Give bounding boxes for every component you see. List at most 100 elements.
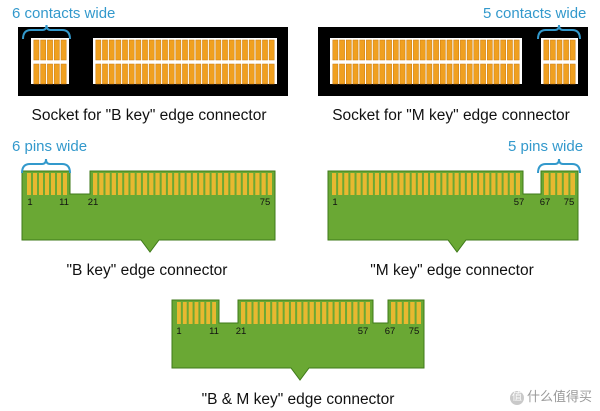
pin-label: 11 — [59, 197, 69, 208]
gold-pad — [149, 173, 154, 195]
pin-label: 21 — [235, 326, 247, 337]
socket-contact — [235, 63, 242, 85]
gold-pad — [399, 173, 404, 195]
gold-pad — [236, 173, 241, 195]
socket-contact — [500, 63, 507, 85]
value-badge-icon: 值 — [509, 390, 524, 405]
socket-contact — [222, 39, 228, 61]
gold-pad — [550, 173, 556, 195]
socket-contact — [379, 39, 386, 61]
gold-pad — [359, 302, 364, 324]
gold-pad — [347, 302, 352, 324]
socket-contact — [550, 39, 556, 61]
socket-contact — [135, 39, 142, 61]
gold-pad — [278, 302, 283, 324]
socket-contact — [399, 39, 406, 61]
gold-pad — [436, 173, 441, 195]
gold-pad — [45, 173, 49, 195]
gold-pad — [365, 302, 370, 324]
gold-pad — [117, 173, 123, 195]
gold-pad — [224, 173, 229, 195]
gold-pad — [570, 173, 575, 195]
connector-b-caption: "B key" edge connector — [66, 262, 228, 279]
socket-m-slot — [330, 38, 522, 84]
pin-label: 1 — [176, 326, 182, 337]
socket-contact — [466, 39, 473, 61]
gold-pad — [334, 302, 339, 324]
gold-pad — [93, 173, 98, 195]
connector-m-caption: "M key" edge connector — [370, 262, 534, 279]
gold-pad — [362, 173, 367, 195]
socket-contact — [155, 63, 162, 85]
gold-pad — [410, 302, 415, 324]
socket-contact — [102, 63, 108, 85]
socket-contact — [392, 63, 399, 85]
socket-contact — [235, 39, 242, 61]
socket-contact — [507, 39, 513, 61]
socket-contact — [352, 39, 359, 61]
socket-contact — [379, 63, 386, 85]
socket-contact — [486, 63, 493, 85]
socket-contact — [345, 63, 352, 85]
gold-pad — [180, 173, 185, 195]
socket-contact — [392, 39, 399, 61]
gold-pad — [497, 173, 502, 195]
gold-pad — [174, 173, 179, 195]
gold-pad — [315, 302, 321, 324]
socket-contact — [543, 63, 550, 85]
gold-pad — [411, 173, 416, 195]
gold-pad — [290, 302, 296, 324]
socket-contact — [493, 39, 500, 61]
pin-label: 67 — [384, 326, 396, 337]
gold-pad — [167, 173, 173, 195]
socket-contact — [128, 63, 135, 85]
gold-pad — [255, 173, 260, 195]
gold-pad — [284, 302, 289, 324]
socket-contact — [122, 39, 128, 61]
socket-m-brace — [537, 24, 581, 40]
gold-pad — [544, 173, 549, 195]
socket-contact — [473, 39, 480, 61]
socket-contact — [102, 39, 108, 61]
socket-contact — [222, 63, 228, 85]
socket-contact — [142, 39, 148, 61]
pin-label: 75 — [259, 197, 271, 208]
socket-contact — [339, 39, 345, 61]
socket-contact — [366, 63, 372, 85]
socket-contact — [550, 63, 556, 85]
socket-contact — [195, 63, 202, 85]
gold-pad — [161, 173, 166, 195]
gold-pad — [430, 173, 435, 195]
socket-contact — [195, 39, 202, 61]
gold-pad — [200, 302, 205, 324]
socket-contact — [446, 39, 453, 61]
gold-pad — [99, 173, 104, 195]
socket-contact — [372, 63, 379, 85]
socket-contact — [175, 39, 182, 61]
socket-contact — [413, 39, 419, 61]
socket-contact — [569, 39, 576, 61]
gold-pad — [297, 302, 302, 324]
socket-contact — [135, 63, 142, 85]
gold-pad — [387, 173, 392, 195]
socket-contact — [47, 39, 53, 61]
socket-contact — [345, 39, 352, 61]
socket-contact — [556, 39, 563, 61]
socket-contact — [466, 63, 473, 85]
watermark-text: 什么值得买 — [526, 389, 592, 404]
gold-pad — [194, 302, 199, 324]
socket-contact — [268, 63, 275, 85]
socket-contact — [242, 63, 248, 85]
socket-b-caption: Socket for "B key" edge connector — [31, 107, 267, 124]
gold-pad — [242, 173, 248, 195]
socket-contact — [332, 39, 339, 61]
socket-contact — [433, 63, 439, 85]
gold-pad — [338, 173, 343, 195]
socket-contact — [507, 63, 513, 85]
gold-pad — [253, 302, 258, 324]
socket-contact — [480, 39, 486, 61]
gold-pad — [249, 173, 254, 195]
socket-contact — [386, 39, 392, 61]
socket-contact — [460, 39, 466, 61]
